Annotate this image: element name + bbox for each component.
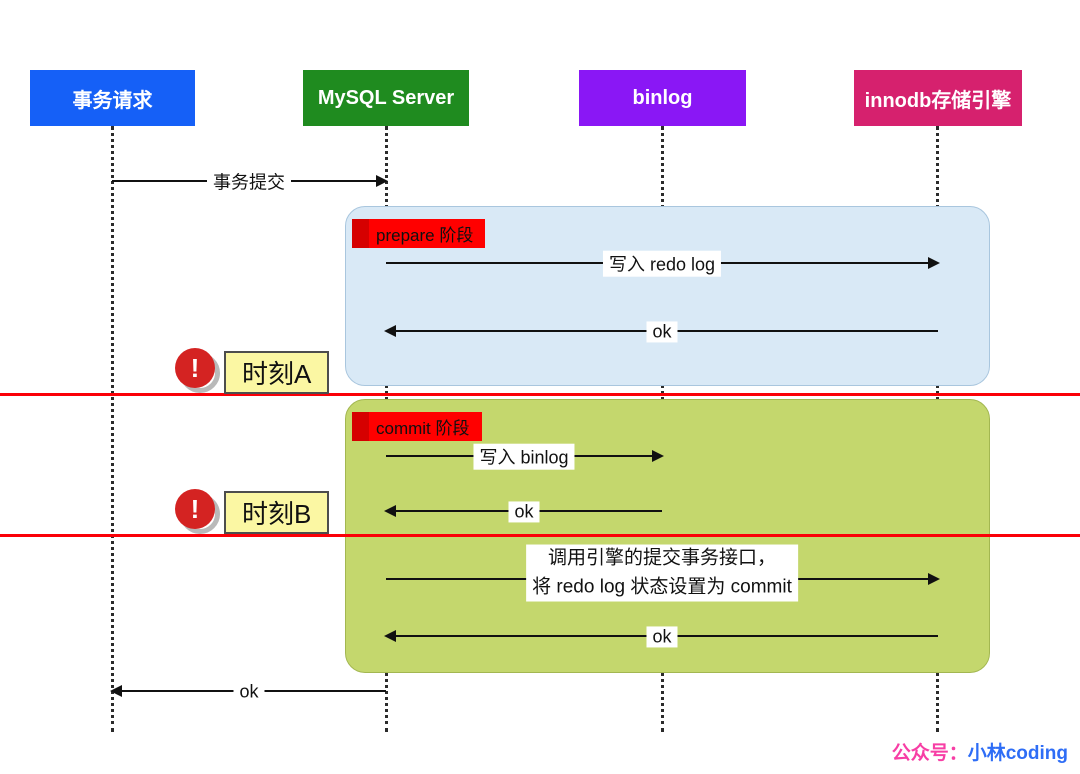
message-engine-commit-arrow: 调用引擎的提交事务接口， 将 redo log 状态设置为 commit: [386, 544, 940, 602]
separator-line-moment-a: [0, 393, 1080, 396]
message-client-ok-label: ok: [233, 681, 265, 703]
moment-a-label: 时刻A: [224, 351, 330, 394]
lifeline-header-transaction-request: 事务请求: [30, 70, 195, 126]
message-write-redo-log-label: 写入 redo log: [602, 250, 722, 277]
commit-phase-label: commit 阶段: [352, 412, 482, 441]
message-binlog-ok-label: ok: [508, 501, 540, 523]
message-client-ok-arrow: ok: [110, 681, 386, 703]
watermark-name: 小林coding: [967, 743, 1068, 764]
message-redo-ok-arrow: ok: [384, 321, 938, 343]
watermark: 公众号：小林coding: [892, 738, 1068, 765]
watermark-prefix: 公众号：: [891, 743, 968, 764]
prepare-phase-box: prepare 阶段: [345, 206, 990, 386]
message-write-redo-log-arrow: 写入 redo log: [386, 250, 940, 277]
message-engine-ok-label: ok: [646, 626, 678, 648]
message-binlog-ok-arrow: ok: [384, 501, 662, 523]
prepare-phase-label: prepare 阶段: [352, 219, 486, 248]
message-engine-ok-arrow: ok: [384, 626, 938, 648]
separator-line-moment-b: [0, 534, 1080, 537]
message-engine-commit-line2: 将 redo log 状态设置为 commit: [532, 576, 792, 598]
lifeline-header-innodb-engine: innodb存储引擎: [854, 70, 1022, 126]
lifeline-transaction-request: [111, 126, 114, 732]
message-redo-ok-label: ok: [646, 321, 678, 343]
exclamation-icon: !: [175, 489, 215, 529]
message-write-binlog-label: 写入 binlog: [473, 443, 575, 470]
moment-b-label: 时刻B: [224, 491, 330, 534]
alert-icon-moment-a: !: [175, 348, 220, 393]
message-write-binlog-arrow: 写入 binlog: [386, 443, 664, 470]
message-commit-request-label: 事务提交: [207, 168, 291, 195]
message-commit-request-arrow: 事务提交: [112, 168, 388, 195]
exclamation-icon: !: [175, 348, 215, 388]
message-engine-commit-line1: 调用引擎的提交事务接口，: [547, 547, 777, 569]
message-engine-commit-label: 调用引擎的提交事务接口， 将 redo log 状态设置为 commit: [526, 544, 798, 602]
lifeline-header-mysql-server: MySQL Server: [303, 70, 469, 126]
lifeline-header-binlog: binlog: [579, 70, 746, 126]
alert-icon-moment-b: !: [175, 489, 220, 534]
